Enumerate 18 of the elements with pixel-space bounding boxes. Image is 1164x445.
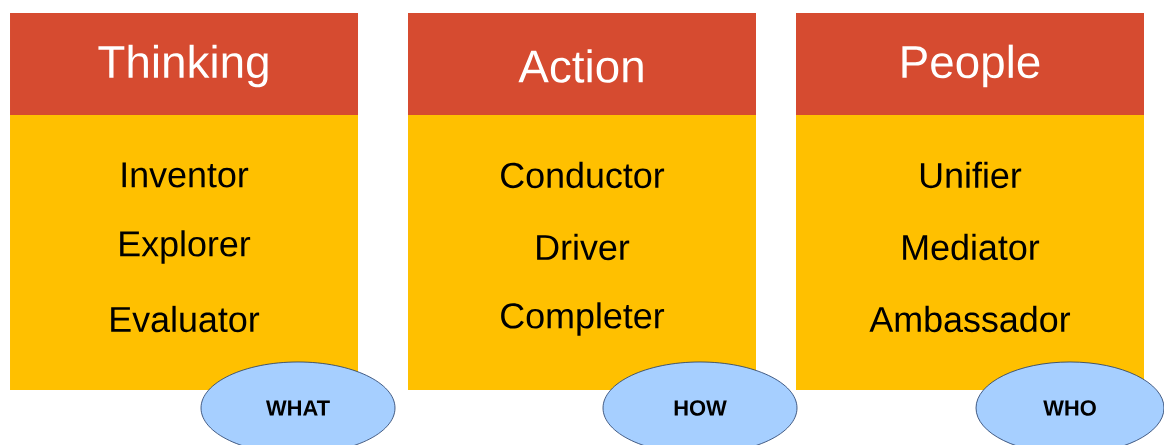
role-name: Driver — [537, 233, 630, 261]
oval-badge: WHO — [975, 361, 1164, 445]
role-name: Conductor — [501, 161, 665, 189]
card — [10, 13, 358, 390]
oval-badge: WHAT — [200, 361, 396, 445]
card — [796, 13, 1144, 390]
role-name: Evaluator — [111, 305, 260, 333]
role-name: Unifier — [920, 161, 1022, 189]
oval-badge: HOW — [602, 361, 798, 445]
role-name: Ambassador — [869, 305, 1071, 333]
role-name: Completer — [501, 302, 665, 336]
role-name: Mediator — [903, 233, 1040, 261]
card-title: Action — [518, 49, 643, 83]
card-title: Thinking — [98, 44, 268, 88]
card-title: People — [902, 44, 1040, 88]
card — [408, 13, 756, 390]
role-name: Explorer — [120, 230, 251, 264]
role-name: Inventor — [122, 162, 249, 188]
